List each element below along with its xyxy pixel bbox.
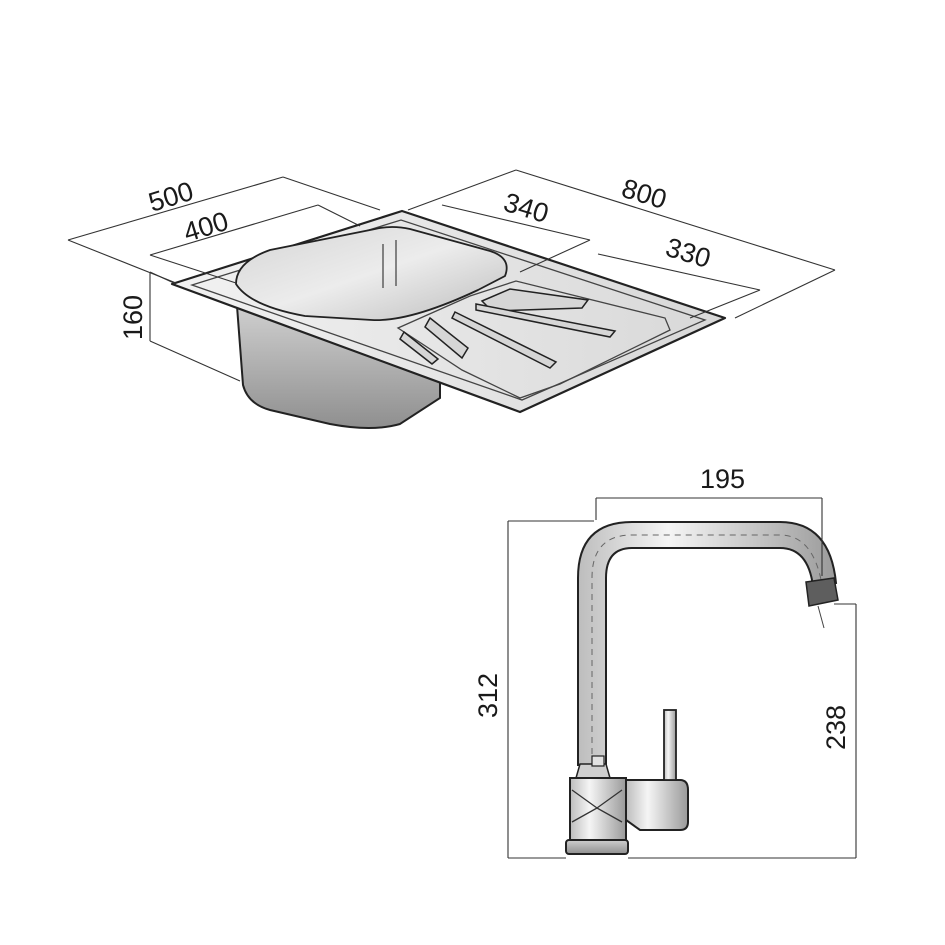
drainer-board — [396, 280, 671, 399]
sink-drawing — [170, 209, 727, 429]
dim-label-340: 340 — [500, 187, 552, 229]
dim-label-195: 195 — [700, 464, 745, 494]
dim-label-238: 238 — [821, 705, 851, 750]
sink-bowl-body — [235, 304, 441, 429]
faucet-drawing — [565, 521, 839, 855]
faucet-lever-housing — [625, 779, 689, 831]
drainer-grooves — [399, 288, 617, 369]
sink-dimension-lines — [67, 169, 836, 382]
dim-label-800: 800 — [618, 173, 670, 215]
faucet-dimension-lines — [507, 497, 857, 859]
faucet-body-facet — [571, 807, 623, 823]
faucet-collar-ring — [591, 755, 605, 767]
dim-label-330: 330 — [662, 232, 714, 274]
faucet-lever — [663, 709, 677, 781]
dim-label-500: 500 — [145, 176, 197, 218]
dim-label-400: 400 — [180, 206, 232, 248]
dim-label-160: 160 — [118, 295, 148, 340]
sink-bowl-opening — [235, 226, 508, 321]
faucet-nozzle — [805, 577, 839, 607]
nozzle-axis — [817, 605, 825, 629]
faucet-base — [565, 839, 629, 855]
faucet-spout — [577, 521, 838, 766]
dim-label-312: 312 — [473, 673, 503, 718]
spout-centerline — [591, 534, 825, 765]
